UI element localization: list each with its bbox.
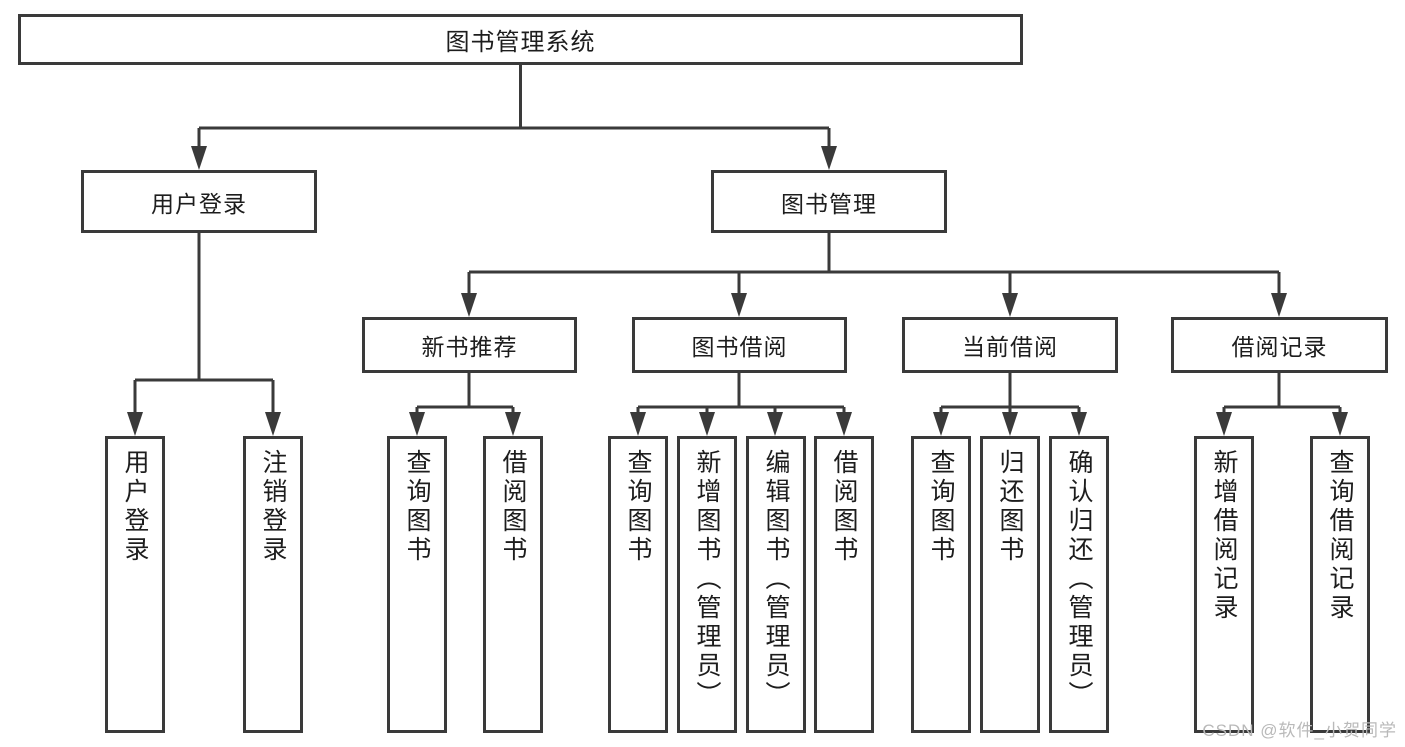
arrowhead-leaf-user-login: [127, 412, 143, 436]
arrowhead-user-login: [191, 146, 207, 170]
node-label: 图书借阅: [691, 334, 788, 360]
node-label: 用户登录: [121, 449, 149, 565]
arrowhead-leaf-query-book-3: [933, 412, 949, 436]
leaf-confirm-return-admin[interactable]: 确认归还（管理员）: [1049, 436, 1109, 733]
leaf-add-book-admin[interactable]: 新增图书（管理员）: [677, 436, 737, 733]
node-label: 查询借阅记录: [1326, 449, 1354, 623]
node-label: 新增图书（管理员）: [693, 449, 721, 710]
arrowhead-new-book-rec: [461, 293, 477, 317]
leaf-user-login[interactable]: 用户登录: [105, 436, 165, 733]
arrowhead-borrow-record: [1271, 293, 1287, 317]
node-label: 查询图书: [403, 449, 431, 565]
arrowhead-leaf-borrow-book-2: [836, 412, 852, 436]
node-label: 借阅图书: [499, 449, 527, 565]
node-label: 图书管理: [781, 190, 877, 217]
arrowhead-leaf-query-book-1: [409, 412, 425, 436]
arrowhead-leaf-add-book: [699, 412, 715, 436]
node-label: 归还图书: [996, 449, 1024, 565]
leaf-query-borrow-record[interactable]: 查询借阅记录: [1310, 436, 1370, 733]
node-new-book-recommendation[interactable]: 新书推荐: [362, 317, 577, 373]
node-book-borrowing[interactable]: 图书借阅: [632, 317, 847, 373]
arrowhead-leaf-query-record: [1332, 412, 1348, 436]
leaf-borrow-book-newbook[interactable]: 借阅图书: [483, 436, 543, 733]
node-label: 借阅记录: [1231, 334, 1328, 360]
node-borrowing-record[interactable]: 借阅记录: [1171, 317, 1388, 373]
node-label: 注销登录: [259, 449, 287, 565]
node-book-management[interactable]: 图书管理: [711, 170, 947, 233]
node-label: 查询图书: [624, 449, 652, 565]
leaf-borrow-book-borrowing[interactable]: 借阅图书: [814, 436, 874, 733]
leaf-return-book[interactable]: 归还图书: [980, 436, 1040, 733]
node-label: 新增借阅记录: [1210, 449, 1238, 623]
arrowhead-leaf-edit-book: [767, 412, 783, 436]
node-root-book-management-system[interactable]: 图书管理系统: [18, 14, 1023, 65]
node-label: 用户登录: [151, 190, 247, 217]
leaf-query-book-borrowing[interactable]: 查询图书: [608, 436, 668, 733]
arrowhead-leaf-logout: [265, 412, 281, 436]
arrowhead-leaf-confirm-return: [1071, 412, 1087, 436]
arrowhead-leaf-add-record: [1216, 412, 1232, 436]
node-label: 图书管理系统: [445, 29, 596, 56]
arrowhead-book-borrow: [731, 293, 747, 317]
leaf-edit-book-admin[interactable]: 编辑图书（管理员）: [746, 436, 806, 733]
node-label: 当前借阅: [962, 334, 1058, 360]
leaf-add-borrow-record[interactable]: 新增借阅记录: [1194, 436, 1254, 733]
arrowhead-current-borrow: [1002, 293, 1018, 317]
arrowhead-leaf-return-book: [1002, 412, 1018, 436]
arrowhead-book-mgmt: [821, 146, 837, 170]
leaf-query-book-newbook[interactable]: 查询图书: [387, 436, 447, 733]
node-label: 借阅图书: [830, 449, 858, 565]
node-label: 编辑图书（管理员）: [762, 449, 790, 710]
leaf-logout[interactable]: 注销登录: [243, 436, 303, 733]
node-label: 查询图书: [927, 449, 955, 565]
leaf-query-book-current[interactable]: 查询图书: [911, 436, 971, 733]
arrowhead-leaf-query-book-2: [630, 412, 646, 436]
node-label: 确认归还（管理员）: [1065, 449, 1093, 710]
node-label: 新书推荐: [421, 334, 518, 360]
node-user-login[interactable]: 用户登录: [81, 170, 317, 233]
node-current-borrowing[interactable]: 当前借阅: [902, 317, 1118, 373]
arrowhead-leaf-borrow-book-1: [505, 412, 521, 436]
